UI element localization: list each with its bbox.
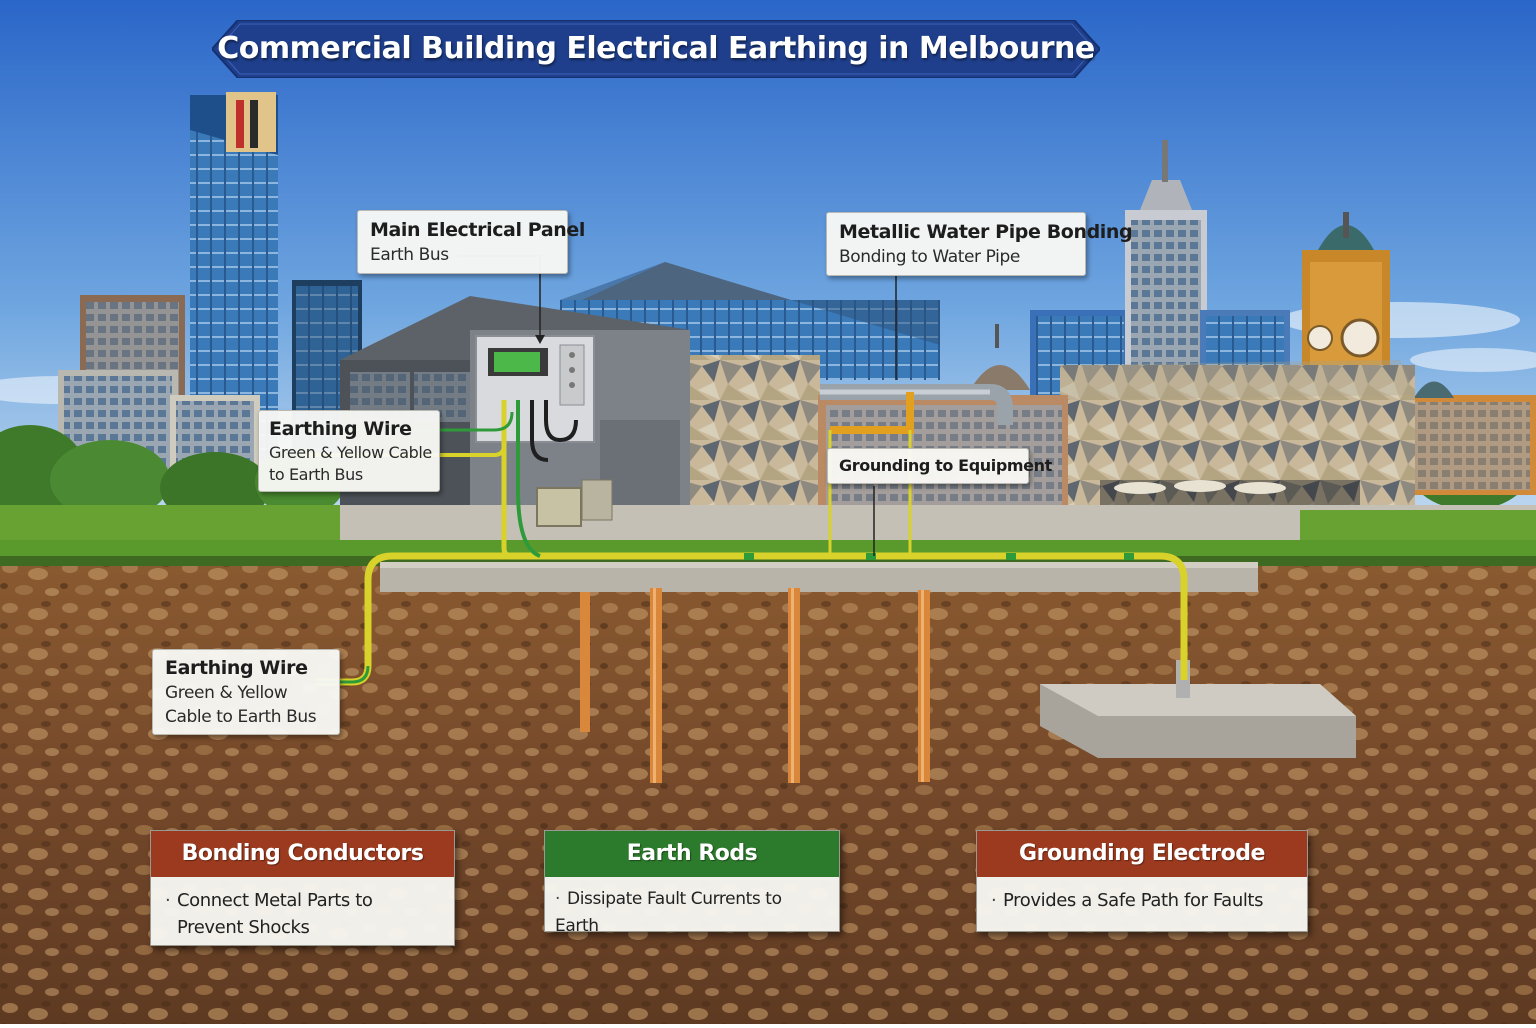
callout-earthing-wire-lower: Earthing Wire Green & Yellow Cable to Ea…	[152, 649, 340, 735]
bullet-icon: ·	[991, 890, 997, 911]
info-box-bonding-line2: Prevent Shocks	[177, 917, 310, 938]
info-box-earth-rods: Earth Rods ·Dissipate Fault Currents to …	[544, 830, 840, 936]
info-box-bonding-body: · Connect Metal Parts to Prevent Shocks	[151, 877, 454, 951]
info-box-rods-line1: Dissipate Fault Currents to Earth	[555, 889, 782, 936]
info-box-electrode-line1: Provides a Safe Path for Faults	[1003, 890, 1264, 911]
callout-grounding-equipment: Grounding to Equipment	[827, 448, 1052, 484]
callout-earthing-wire-lower-sub2: Cable to Earth Bus	[165, 707, 317, 727]
info-box-bonding-line1: Connect Metal Parts to	[177, 890, 373, 911]
callout-main-panel-title: Main Electrical Panel	[370, 219, 585, 241]
callout-main-panel-sub: Earth Bus	[370, 245, 449, 265]
title-banner: Commercial Building Electrical Earthing …	[212, 20, 1100, 78]
bullet-icon: ·	[165, 890, 171, 911]
bullet-icon: ·	[555, 889, 561, 909]
info-box-electrode-body: · Provides a Safe Path for Faults	[977, 877, 1307, 924]
callout-earthing-wire-upper-sub2: to Earth Bus	[269, 465, 363, 484]
callout-grounding-equipment-title: Grounding to Equipment	[839, 456, 1052, 475]
banner-shape	[212, 20, 1100, 78]
callout-water-pipe-title: Metallic Water Pipe Bonding	[839, 221, 1133, 243]
info-box-bonding-title: Bonding Conductors	[151, 831, 454, 877]
callout-earthing-wire-upper: Earthing Wire Green & Yellow Cable to Ea…	[258, 410, 440, 492]
callout-earthing-wire-lower-sub1: Green & Yellow	[165, 683, 288, 703]
info-box-rods-title: Earth Rods	[545, 831, 839, 877]
info-box-rods-body: ·Dissipate Fault Currents to Earth	[545, 877, 839, 949]
callout-main-panel: Main Electrical Panel Earth Bus	[357, 210, 585, 274]
callout-water-pipe-sub: Bonding to Water Pipe	[839, 247, 1020, 267]
info-box-grounding-electrode: Grounding Electrode · Provides a Safe Pat…	[976, 830, 1308, 932]
callout-earthing-wire-upper-sub1: Green & Yellow Cable	[269, 443, 432, 462]
callout-earthing-wire-lower-title: Earthing Wire	[165, 657, 308, 679]
info-box-bonding-conductors: Bonding Conductors · Connect Metal Parts …	[150, 830, 455, 946]
page-title: Commercial Building Electrical Earthing …	[217, 31, 1095, 66]
callout-earthing-wire-upper-title: Earthing Wire	[269, 418, 412, 440]
callout-water-pipe: Metallic Water Pipe Bonding Bonding to W…	[826, 212, 1133, 276]
info-box-electrode-title: Grounding Electrode	[977, 831, 1307, 877]
